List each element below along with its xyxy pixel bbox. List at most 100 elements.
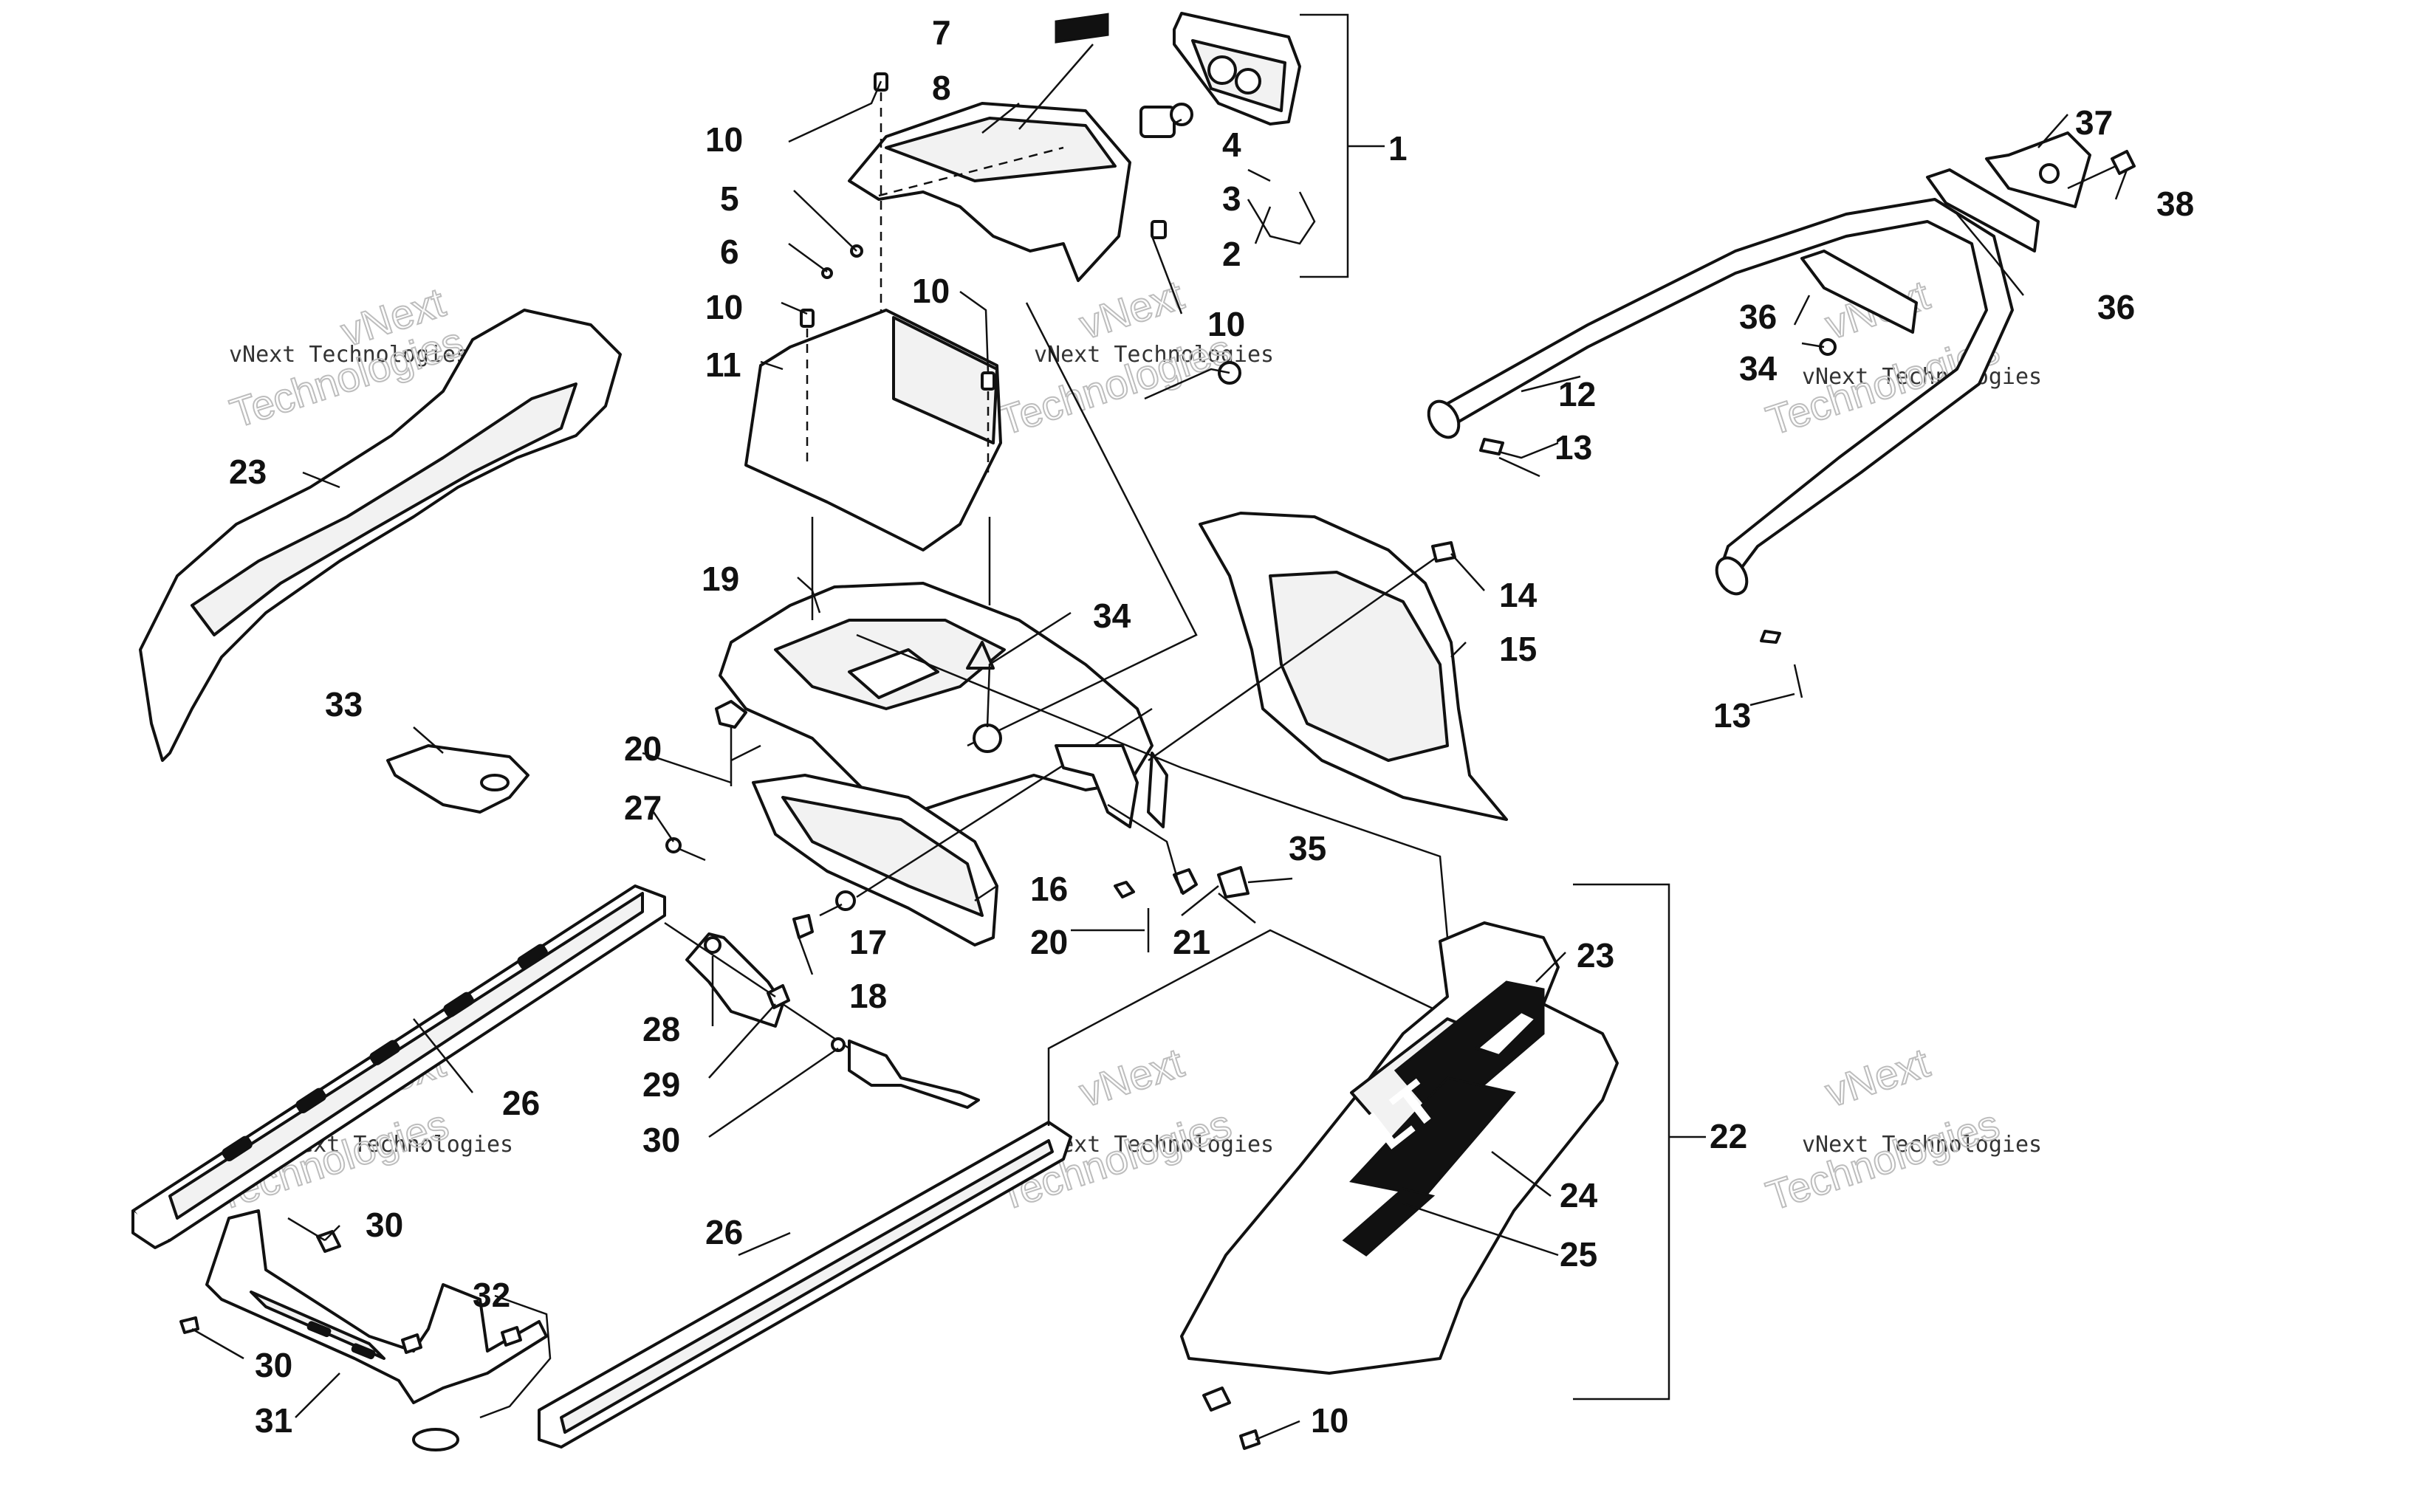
pushpin-20-upper [715, 700, 747, 786]
watermark-line1: vNext [1820, 1039, 1935, 1116]
callout-4: 4 [1222, 126, 1241, 164]
guide-line-rail [1047, 929, 1470, 1126]
mounting-plate [744, 309, 1002, 551]
guide-line-30 [287, 1217, 326, 1242]
screw-10-right [1151, 220, 1167, 239]
callout-3: 3 [1222, 179, 1241, 218]
callout-35: 35 [1289, 829, 1326, 867]
mount-37 [1985, 131, 2091, 208]
callout-2: 2 [1222, 235, 1241, 273]
callout-22: 22 [1710, 1117, 1747, 1155]
callout-23-lower: 23 [1577, 936, 1614, 975]
screw-10-bottom [1239, 1429, 1261, 1450]
bracket-assembly-22 [1573, 883, 1670, 1401]
nut-34-center [973, 724, 1002, 753]
leader-lines [191, 44, 2128, 1441]
callout-8: 8 [932, 69, 951, 107]
bracket-36-left [1800, 250, 1918, 334]
callout-10-right: 10 [1207, 305, 1245, 343]
guide-line-14 [1148, 556, 1437, 762]
callout-15: 15 [1499, 630, 1537, 668]
callout-17: 17 [849, 923, 887, 961]
pin-29 [767, 984, 790, 1009]
callout-5: 5 [720, 179, 739, 218]
callout-25: 25 [1560, 1235, 1597, 1274]
taillight-housing [848, 13, 1131, 282]
heat-shield-33 [386, 744, 529, 814]
callout-6: 6 [720, 233, 739, 271]
watermark-small: vNext Technologies [229, 342, 469, 368]
callout-12: 12 [1558, 375, 1596, 413]
bulb [1139, 103, 1193, 138]
callout-10-left: 10 [705, 288, 743, 326]
watermark-small: vNext Technologies [1802, 364, 2042, 390]
callout-32: 32 [473, 1276, 510, 1314]
watermark-line2: Technologies [1761, 1100, 2004, 1219]
clip-13-left [1479, 438, 1540, 478]
callout-19: 19 [702, 560, 739, 598]
screw-35-shank [1247, 877, 1293, 884]
callout-38: 38 [2156, 185, 2194, 223]
callout-31: 31 [255, 1401, 292, 1440]
clip-13-bottom [1760, 630, 1803, 698]
callout-30-bottom: 30 [255, 1346, 292, 1384]
callout-labels: 1 2 3 4 5 6 7 8 10 10 10 10 10 11 12 13 … [229, 13, 2194, 1440]
callout-21: 21 [1173, 923, 1210, 961]
screw-10-left [800, 309, 815, 328]
plug-27 [665, 837, 682, 853]
bolt-38 [2067, 150, 2136, 190]
callout-34-center: 34 [1093, 597, 1131, 635]
pin-30-mid [316, 1230, 341, 1253]
callout-18: 18 [849, 977, 887, 1015]
watermark-small: vNext Technologies [1034, 1132, 1274, 1158]
callout-37: 37 [2075, 103, 2113, 142]
hitch-bracket-28 [685, 932, 980, 1109]
mount-bracket-34 [973, 724, 1168, 828]
callout-30-right: 30 [366, 1206, 403, 1244]
clip-32-bottom [412, 1428, 459, 1451]
chassis-rail-26-right [538, 1121, 1072, 1449]
mud-flap [752, 774, 998, 946]
guide-line-housing [967, 302, 1198, 747]
guide-line-19c [856, 633, 1449, 938]
callout-36-left: 36 [1739, 298, 1777, 336]
watermark-line1: vNext [1074, 1039, 1189, 1116]
watermark-small: vNext Technologies [1802, 1132, 2042, 1158]
pushpin-20-lower [1114, 881, 1135, 898]
callout-28: 28 [642, 1010, 680, 1048]
callout-13-upper: 13 [1555, 428, 1592, 467]
watermark-bottom-right: vNext vNext Technologies Technologies [1760, 1038, 2042, 1220]
callout-26-left: 26 [502, 1084, 540, 1122]
hitch-assembly-31 [205, 1209, 548, 1404]
callout-10-top: 10 [705, 120, 743, 159]
pin-30-upper [831, 1037, 846, 1052]
watermark-top-center: vNext vNext Technologies Technologies [992, 270, 1274, 444]
callout-36-right: 36 [2097, 288, 2135, 326]
callout-23-upper: 23 [229, 453, 267, 491]
callout-24: 24 [1560, 1176, 1598, 1214]
callout-10-bottom: 10 [1311, 1401, 1348, 1440]
callout-20-lower: 20 [1030, 923, 1068, 961]
guide-line-17 [856, 707, 1153, 898]
taillight-lens [1173, 12, 1301, 126]
watermark-line1: vNext [1074, 271, 1189, 348]
screw-10-mid [981, 371, 995, 391]
screw-32-b [501, 1326, 522, 1347]
callout-7: 7 [932, 13, 951, 52]
callout-27: 27 [624, 788, 662, 827]
side-rail-23-upper [139, 309, 622, 762]
rear-flap [719, 582, 1154, 814]
screw-35 [1217, 866, 1250, 898]
side-panel-15 [1199, 512, 1508, 821]
guide-line-21 [1107, 803, 1183, 894]
washer-10-bottom [1202, 1386, 1231, 1412]
callout-13-lower: 13 [1713, 696, 1751, 735]
washer-17 [835, 890, 856, 911]
callout-26-right: 26 [705, 1213, 743, 1251]
bracket-36-right [1926, 168, 2040, 252]
callout-20-upper: 20 [624, 729, 662, 768]
callout-29: 29 [642, 1065, 680, 1104]
bracket-assembly-1 [1300, 13, 1349, 278]
chassis-rail-26-left [131, 884, 666, 1249]
